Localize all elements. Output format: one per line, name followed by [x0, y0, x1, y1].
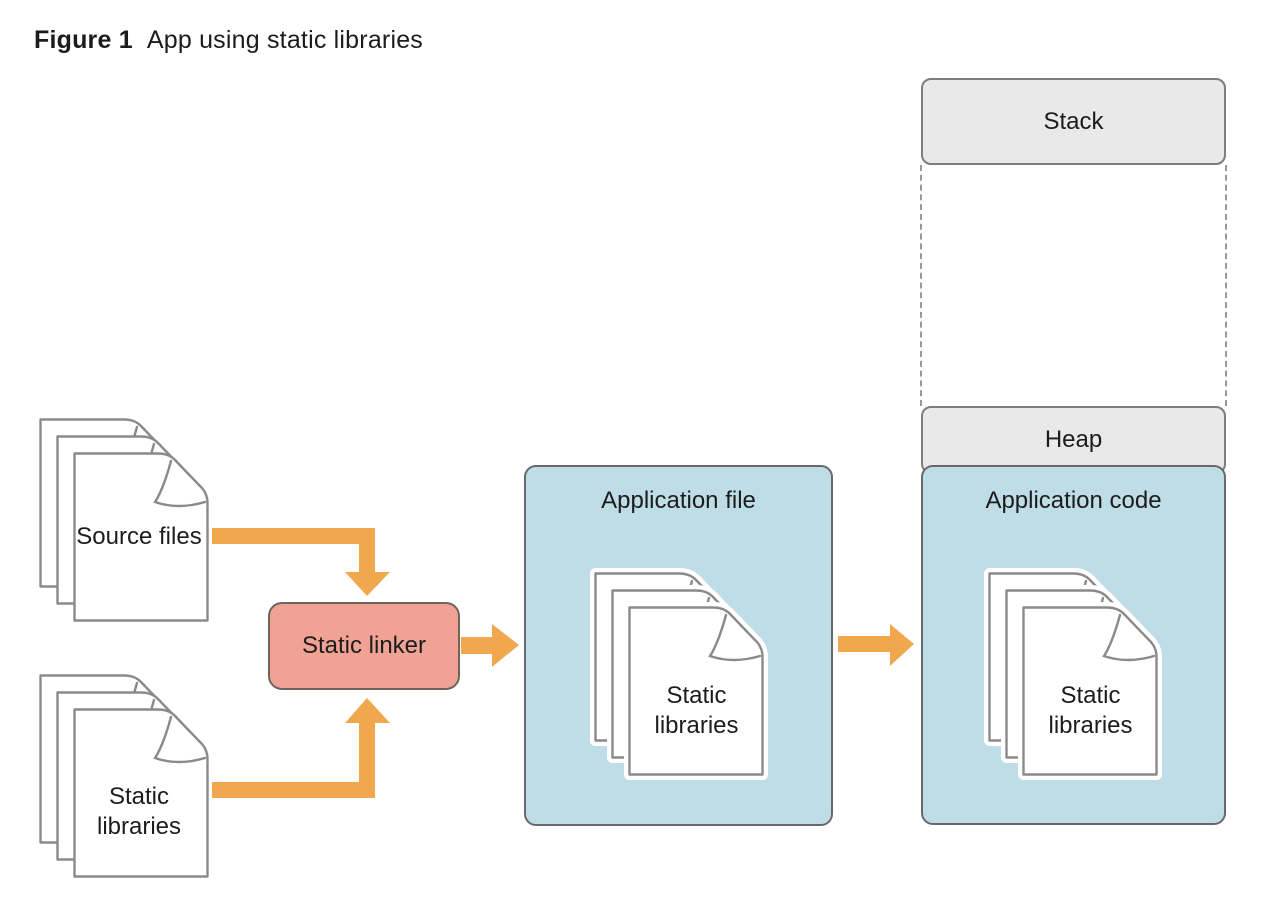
- document-stack-icon: [39, 674, 209, 878]
- static-linker-label: Static linker: [301, 632, 427, 659]
- document-stack-icon: [590, 568, 768, 781]
- source-files-label: Source files: [76, 523, 202, 550]
- application-code-docs-label: Static libraries: [1048, 682, 1133, 739]
- figure-title: Figure 1 App using static libraries: [34, 26, 423, 55]
- document-stack-icon: [984, 568, 1162, 781]
- heap-label: Heap: [1044, 426, 1103, 453]
- heap-block: Heap: [921, 406, 1226, 474]
- memory-dashed-right: [1225, 165, 1227, 406]
- static-libraries-input-label: Static libraries: [96, 783, 182, 840]
- static-linker-block: Static linker: [268, 602, 460, 690]
- application-file-label: Application file: [601, 487, 756, 514]
- arrow-linker-to-appfile-icon: [461, 624, 519, 667]
- figure-label: Figure 1: [34, 26, 133, 54]
- arrow-libraries-to-linker-icon: [212, 698, 390, 798]
- memory-dashed-left: [920, 165, 922, 406]
- arrow-source-to-linker-icon: [212, 528, 390, 596]
- figure-caption: App using static libraries: [146, 26, 424, 54]
- document-stack-icon: [39, 418, 209, 622]
- stack-block: Stack: [921, 78, 1226, 165]
- stack-label: Stack: [1043, 107, 1104, 135]
- application-code-label: Application code: [985, 487, 1162, 514]
- arrow-appfile-to-appcode-icon: [838, 624, 914, 666]
- application-file-docs-label: Static libraries: [654, 682, 739, 739]
